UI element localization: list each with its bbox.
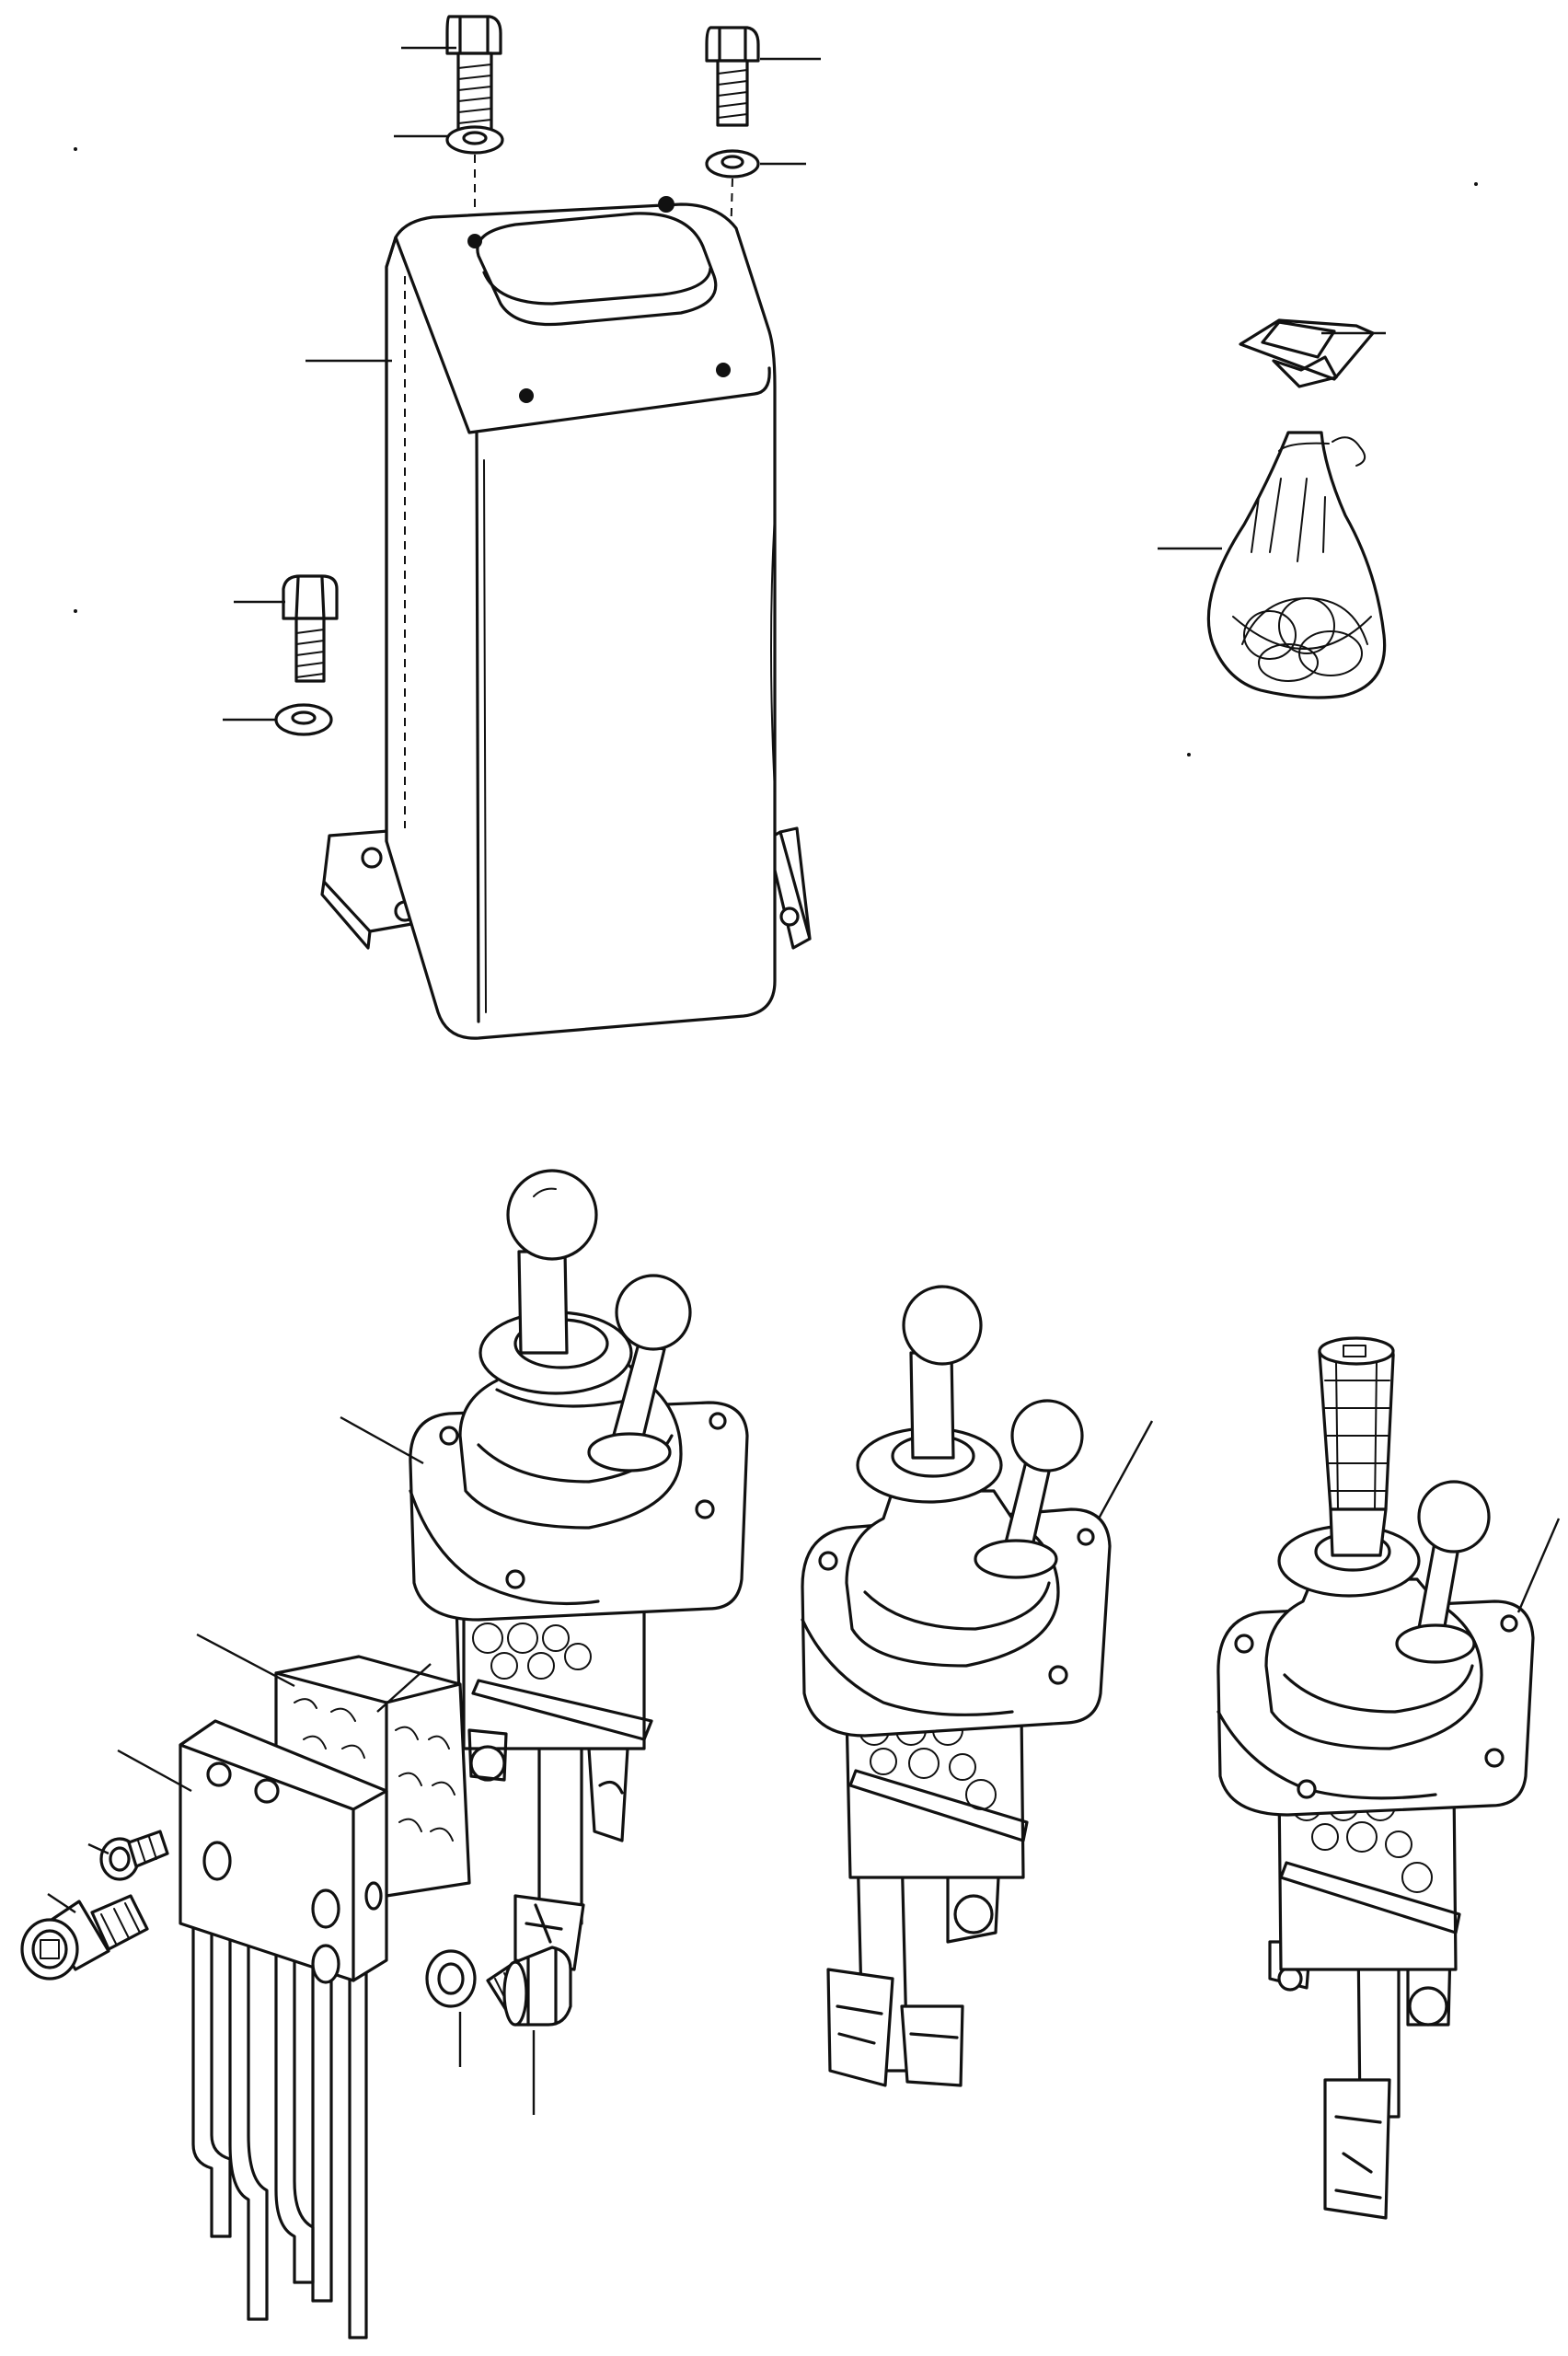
washer-top-right bbox=[705, 149, 760, 179]
pipe-manifold-block bbox=[179, 1719, 388, 2339]
seal-kit-bag bbox=[1206, 318, 1387, 699]
socket-head-screw-large bbox=[20, 1894, 149, 1981]
bolt-top-right bbox=[705, 26, 760, 127]
control-valve-assembly-3 bbox=[1216, 1336, 1535, 2220]
control-valve-assembly-1 bbox=[409, 1169, 749, 1971]
control-housing bbox=[320, 196, 812, 1040]
scan-specks bbox=[74, 147, 1478, 756]
bolt-top-left bbox=[445, 15, 502, 133]
bolt-side bbox=[282, 574, 339, 683]
washer-side bbox=[274, 703, 333, 736]
banjo-bolt bbox=[486, 1946, 572, 2027]
leader-lines bbox=[47, 46, 1561, 2115]
control-valve-assembly-2 bbox=[801, 1285, 1112, 2087]
washer-top-left bbox=[445, 125, 504, 155]
socket-head-screw-small bbox=[99, 1830, 169, 1881]
sealing-washer bbox=[425, 1949, 477, 2008]
